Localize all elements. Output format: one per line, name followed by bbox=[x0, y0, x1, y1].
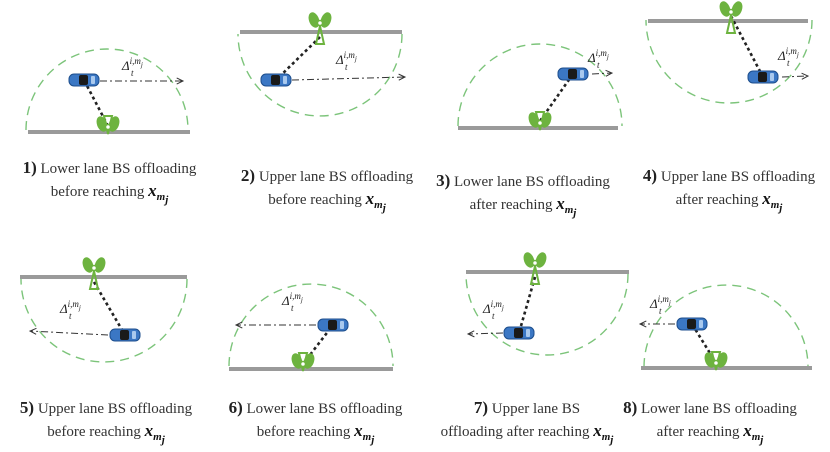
arrow-head-icon bbox=[28, 327, 37, 335]
caption-4: 4) Upper lane BS offloading after reachin… bbox=[624, 165, 830, 220]
caption-line2: before reaching bbox=[268, 192, 362, 208]
caption-6: 6) Lower lane BS offloading before reachi… bbox=[213, 397, 418, 452]
caption-number: 1) bbox=[22, 158, 37, 177]
offload-link bbox=[92, 281, 127, 336]
caption-line2: after reaching bbox=[675, 192, 759, 208]
caption-1: 1) Lower lane BS offloading before reachi… bbox=[2, 157, 217, 212]
math-x-m-j: xmj bbox=[556, 194, 577, 220]
base-station-antenna-icon bbox=[308, 12, 332, 45]
motion-arrow bbox=[29, 330, 109, 336]
base-station-antenna-icon bbox=[82, 257, 106, 290]
caption-7: 7) Upper lane BS offloading after reachin… bbox=[432, 397, 622, 452]
math-x-m-j: xmj bbox=[354, 421, 375, 447]
caption-5: 5) Upper lane BS offloading before reachi… bbox=[6, 397, 206, 452]
arrow-head-icon bbox=[466, 330, 475, 338]
caption-number: 5) bbox=[19, 398, 35, 417]
caption-line1: Lower lane BS offloading bbox=[640, 401, 797, 417]
arrow-head-icon bbox=[638, 320, 647, 328]
math-x-m-j: xmj bbox=[762, 189, 783, 215]
caption-3: 3) Lower lane BS offloading after reachin… bbox=[418, 170, 628, 225]
caption-line1: Upper lane BS bbox=[491, 401, 581, 417]
caption-line1: Upper lane BS offloading bbox=[660, 169, 816, 185]
caption-number: 7) bbox=[473, 398, 489, 417]
caption-line1: Lower lane BS offloading bbox=[453, 174, 610, 190]
offload-link bbox=[517, 276, 537, 334]
base-station-antenna-icon bbox=[528, 111, 552, 131]
caption-number: 8) bbox=[623, 398, 638, 417]
caption-line2: before reaching bbox=[256, 424, 351, 440]
coverage-arc bbox=[457, 43, 623, 127]
arrow-head-icon bbox=[801, 72, 810, 80]
coverage-arc bbox=[645, 19, 813, 104]
math-x-m-j: xmj bbox=[593, 421, 614, 447]
vehicle-car-icon bbox=[747, 70, 779, 84]
caption-line2: offloading after reaching bbox=[440, 424, 590, 440]
coverage-arc bbox=[20, 278, 188, 363]
caption-number: 6) bbox=[228, 398, 243, 417]
motion-arrow bbox=[291, 76, 406, 81]
base-station-antenna-icon bbox=[523, 252, 547, 285]
caption-line1: Lower lane BS offloading bbox=[246, 401, 403, 417]
vehicle-car-icon bbox=[676, 317, 708, 331]
base-station-antenna-icon bbox=[704, 351, 728, 371]
motion-arrow bbox=[467, 332, 504, 335]
vehicle-car-icon bbox=[109, 328, 141, 342]
caption-line2: before reaching bbox=[47, 424, 141, 440]
math-x-m-j: xmj bbox=[144, 421, 165, 447]
base-station-antenna-icon bbox=[96, 115, 120, 135]
base-station-antenna-icon bbox=[291, 352, 315, 372]
arrow-head-icon bbox=[398, 73, 407, 81]
motion-arrow bbox=[781, 75, 809, 78]
math-x-m-j: xmj bbox=[365, 189, 386, 215]
vehicle-car-icon bbox=[503, 326, 535, 340]
caption-line1: Lower lane BS offloading bbox=[40, 161, 197, 177]
coverage-arc bbox=[237, 33, 403, 117]
caption-line1: Upper lane BS offloading bbox=[37, 401, 193, 417]
offload-link bbox=[729, 15, 765, 78]
caption-2: 2) Upper lane BS offloading before reachi… bbox=[222, 165, 432, 220]
motion-arrow bbox=[591, 72, 613, 75]
base-station-antenna-icon bbox=[719, 1, 743, 34]
caption-8: 8) Lower lane BS offloading after reachin… bbox=[605, 397, 815, 452]
offload-link bbox=[275, 36, 321, 81]
math-x-m-j: xmj bbox=[743, 421, 764, 447]
coverage-arc bbox=[465, 273, 629, 356]
vehicle-car-icon bbox=[68, 73, 100, 87]
caption-line2: after reaching bbox=[469, 197, 553, 213]
vehicle-car-icon bbox=[260, 73, 292, 87]
caption-line2: before reaching bbox=[50, 184, 145, 200]
arrow-head-icon bbox=[176, 77, 185, 85]
caption-number: 4) bbox=[642, 166, 658, 185]
arrow-head-icon bbox=[234, 321, 243, 329]
vehicle-car-icon bbox=[557, 67, 589, 81]
vehicle-car-icon bbox=[317, 318, 349, 332]
math-x-m-j: xmj bbox=[148, 181, 169, 207]
caption-number: 3) bbox=[436, 171, 451, 190]
caption-number: 2) bbox=[240, 166, 256, 185]
arrow-head-icon bbox=[605, 69, 614, 77]
coverage-arc bbox=[25, 48, 189, 131]
coverage-arc bbox=[643, 284, 809, 368]
caption-line2: after reaching bbox=[656, 424, 740, 440]
coverage-arc bbox=[228, 283, 394, 367]
caption-line1: Upper lane BS offloading bbox=[258, 169, 414, 185]
